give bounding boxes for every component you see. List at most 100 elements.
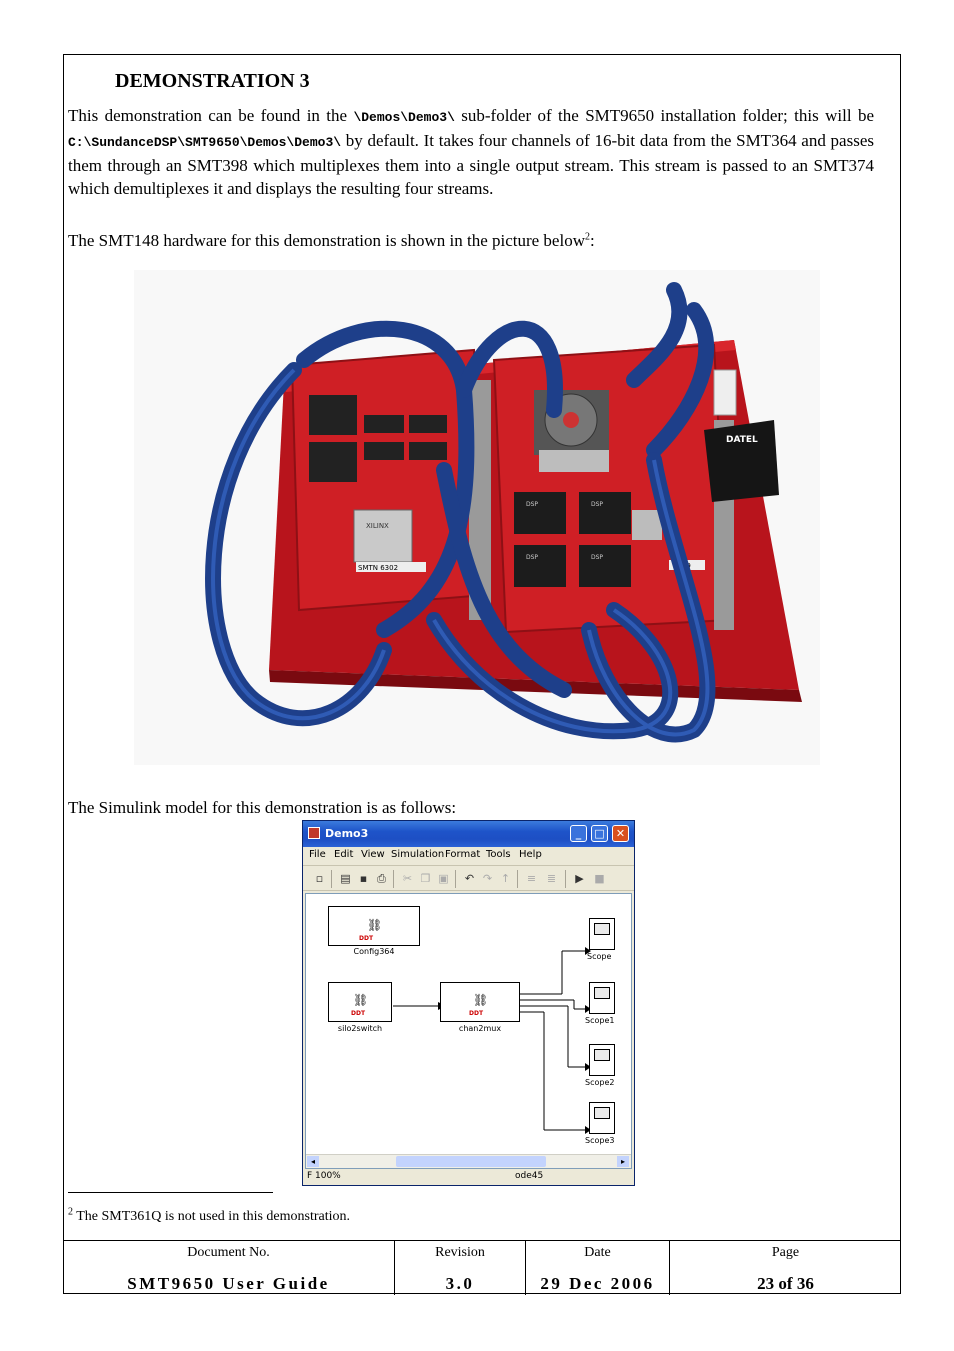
- page-value: 23 of 36: [757, 1274, 814, 1293]
- window-titlebar[interactable]: Demo3 _ □ ✕: [303, 821, 634, 847]
- xilinx-label: XILINX: [366, 522, 389, 530]
- scope2-label: Scope2: [585, 1078, 615, 1087]
- minimize-button[interactable]: _: [570, 825, 587, 842]
- simulink-window: Demo3 _ □ ✕ File Edit View Simulation Fo…: [302, 820, 635, 1186]
- hardware-photo: XILINX SMTN 6302 DSP DSP DSP DSP DATEL 4…: [134, 270, 820, 765]
- block-connector-icon: ⛓: [473, 993, 489, 1007]
- save-icon[interactable]: ▪: [359, 872, 368, 885]
- page-label: Page: [771, 1245, 800, 1260]
- menu-format[interactable]: Format: [445, 849, 481, 860]
- cut-icon[interactable]: ✂: [402, 872, 413, 885]
- ddt-badge: DDT: [359, 935, 374, 942]
- silo2switch-label: silo2switch: [337, 1024, 383, 1033]
- toolbar-separator: [517, 870, 518, 888]
- scope-label: Scope: [587, 952, 612, 961]
- paste-icon[interactable]: ▣: [438, 872, 449, 885]
- close-button[interactable]: ✕: [612, 825, 629, 842]
- intro-text-2: sub-folder of the SMT9650 installation f…: [454, 106, 874, 125]
- menu-file[interactable]: File: [309, 849, 326, 860]
- intro-paragraph: This demonstration can be found in the \…: [68, 104, 874, 200]
- hardware-paragraph: The SMT148 hardware for this demonstrati…: [68, 229, 874, 252]
- module-label: SMTN 6302: [358, 564, 398, 572]
- demo-folder-path: \Demos\Demo3\: [353, 110, 455, 125]
- config364-block[interactable]: ⛓ DDT: [328, 906, 420, 946]
- date-label: Date: [584, 1245, 611, 1260]
- simulink-intro: The Simulink model for this demonstratio…: [68, 798, 457, 817]
- footer-document-cell: Document No. SMT9650 User Guide: [63, 1241, 395, 1295]
- signal-lines: [393, 947, 591, 1134]
- scope-block[interactable]: [589, 918, 615, 950]
- dsp-label-2: DSP: [591, 501, 603, 508]
- menu-bar: File Edit View Simulation Format Tools H…: [303, 847, 634, 865]
- scope2-block[interactable]: [589, 1044, 615, 1076]
- scope1-block[interactable]: [589, 982, 615, 1014]
- scroll-left-icon[interactable]: ◂: [307, 1156, 319, 1167]
- copy-icon[interactable]: ❐: [420, 872, 431, 885]
- dsp-label-4: DSP: [591, 554, 603, 561]
- hardware-text: The SMT148 hardware for this demonstrati…: [68, 231, 585, 250]
- document-no-label: Document No.: [187, 1245, 270, 1260]
- redo-icon[interactable]: ↷: [482, 872, 493, 885]
- dsp-label-3: DSP: [526, 554, 538, 561]
- scope1-label: Scope1: [585, 1016, 615, 1025]
- silo2switch-block[interactable]: ⛓ DDT: [328, 982, 392, 1022]
- revision-label: Revision: [435, 1245, 485, 1260]
- footnote-ref: 2: [584, 231, 590, 243]
- revision-value: 3.0: [445, 1274, 475, 1293]
- ddt-badge: DDT: [469, 1010, 484, 1017]
- intro-text-3: by default. It takes four channels of 16…: [68, 131, 874, 198]
- maximize-button[interactable]: □: [591, 825, 608, 842]
- open-icon[interactable]: ▤: [340, 872, 351, 885]
- config364-label: Config364: [353, 947, 395, 956]
- block-connector-icon: ⛓: [353, 993, 369, 1007]
- toolbar-separator: [565, 870, 566, 888]
- chan2mux-label: chan2mux: [458, 1024, 502, 1033]
- footnote-number: 2: [68, 1206, 73, 1218]
- ddt-badge: DDT: [351, 1010, 366, 1017]
- block-connector-icon: ⛓: [367, 918, 383, 932]
- menu-simulation[interactable]: Simulation: [391, 849, 445, 860]
- explorer-icon[interactable]: ≣: [546, 872, 557, 885]
- footer-date-cell: Date 29 Dec 2006: [526, 1241, 670, 1295]
- footnote-rule: [68, 1192, 273, 1193]
- model-canvas[interactable]: ⛓ DDT Config364 ⛓ DDT silo2switch ⛓ DDT …: [305, 893, 632, 1169]
- menu-edit[interactable]: Edit: [334, 849, 354, 860]
- scope3-label: Scope3: [585, 1136, 615, 1145]
- simulink-app-icon: [308, 827, 320, 839]
- menu-view[interactable]: View: [361, 849, 385, 860]
- section-heading: DEMONSTRATION 3: [115, 70, 310, 92]
- intro-text-1: This demonstration can be found in the: [68, 106, 354, 125]
- status-ready: F: [307, 1171, 313, 1181]
- new-icon[interactable]: ▫: [315, 872, 324, 885]
- dsp-label-1: DSP: [526, 501, 538, 508]
- default-install-path: C:\SundanceDSP\SMT9650\Demos\Demo3\: [68, 135, 342, 150]
- toolbar-separator: [393, 870, 394, 888]
- horizontal-scrollbar[interactable]: ◂ ▸: [306, 1154, 631, 1168]
- window-title: Demo3: [325, 827, 369, 840]
- library-icon[interactable]: ≡: [526, 872, 537, 885]
- scroll-right-icon[interactable]: ▸: [617, 1156, 629, 1167]
- stop-icon[interactable]: ■: [594, 872, 605, 885]
- undo-icon[interactable]: ↶: [464, 872, 475, 885]
- date-value: 29 Dec 2006: [540, 1274, 655, 1293]
- play-icon[interactable]: ▶: [575, 872, 584, 885]
- footer-page-cell: Page 23 of 36: [670, 1241, 901, 1295]
- hardware-text-end: :: [589, 231, 595, 250]
- footer-revision-cell: Revision 3.0: [395, 1241, 526, 1295]
- toolbar: ▫ ▤ ▪ ⎙ ✂ ❐ ▣ ↶ ↷ ↑ ≡ ≣ ▶ ■: [303, 865, 634, 891]
- print-icon[interactable]: ⎙: [377, 872, 386, 885]
- status-zoom: 100%: [315, 1171, 341, 1181]
- menu-tools[interactable]: Tools: [486, 849, 511, 860]
- scroll-thumb[interactable]: [396, 1156, 546, 1167]
- footer-table: Document No. SMT9650 User Guide Revision…: [63, 1240, 901, 1295]
- footnote: 2 The SMT361Q is not used in this demons…: [68, 1206, 351, 1225]
- menu-help[interactable]: Help: [519, 849, 542, 860]
- toolbar-separator: [331, 870, 332, 888]
- status-solver: ode45: [515, 1171, 544, 1181]
- smt148-board-image: XILINX SMTN 6302 DSP DSP DSP DSP DATEL 4…: [205, 282, 802, 743]
- scope3-block[interactable]: [589, 1102, 615, 1134]
- datel-label: DATEL: [726, 435, 758, 445]
- chan2mux-block[interactable]: ⛓ DDT: [440, 982, 520, 1022]
- up-icon[interactable]: ↑: [500, 872, 511, 885]
- footnote-text: The SMT361Q is not used in this demonstr…: [73, 1209, 351, 1224]
